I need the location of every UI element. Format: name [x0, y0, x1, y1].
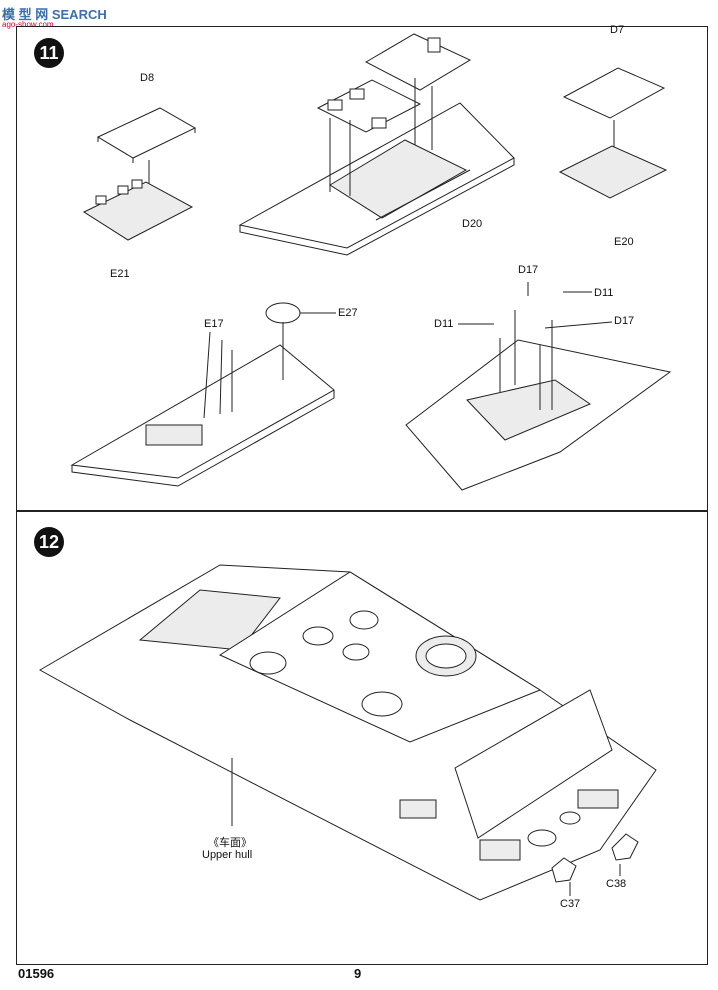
part-e27-drawing — [265, 302, 301, 324]
label-d11: D11 — [434, 318, 454, 330]
part-d20-drawing — [238, 102, 515, 256]
label-upper-hull-cn: 《车面》 — [208, 837, 252, 849]
plate-d11-drawing — [405, 339, 672, 491]
step-11-panel — [16, 26, 708, 511]
part-e21-drawing — [82, 179, 194, 241]
label-e21: E21 — [110, 268, 130, 280]
label-c38: C38 — [606, 878, 627, 890]
page-number: 9 — [354, 966, 362, 981]
step-number-badge: 11 — [34, 38, 64, 68]
label-d17: D17 — [614, 315, 635, 327]
label-e17: E17 — [204, 318, 224, 330]
top-block-drawing — [364, 33, 472, 91]
step-12-panel — [16, 511, 708, 965]
watermark-text: 模 型 网 SEARCH — [2, 7, 107, 22]
label-upper-hull-en: Upper hull — [202, 849, 253, 861]
product-code: 01596 — [18, 966, 55, 981]
label-e27: E27 — [338, 307, 358, 319]
part-c37-drawing — [551, 857, 577, 883]
upper-hull-drawing — [38, 564, 657, 901]
label-d8: D8 — [140, 72, 155, 84]
label-e20: E20 — [614, 236, 634, 248]
part-d7-drawing — [562, 67, 666, 119]
part-e20-drawing — [558, 145, 668, 199]
step-number-badge: 12 — [34, 527, 64, 557]
part-c38-drawing — [611, 833, 639, 861]
label-d17: D17 — [518, 264, 539, 276]
watermark-subtext: ago-show.com — [2, 20, 54, 29]
label-d20: D20 — [462, 218, 483, 230]
part-d8-drawing — [96, 107, 197, 163]
plate-e17-drawing — [70, 344, 335, 487]
label-d11: D11 — [594, 287, 614, 299]
upper-block-drawing — [316, 79, 422, 133]
label-c37: C37 — [560, 898, 581, 910]
label-d7: D7 — [610, 24, 625, 36]
